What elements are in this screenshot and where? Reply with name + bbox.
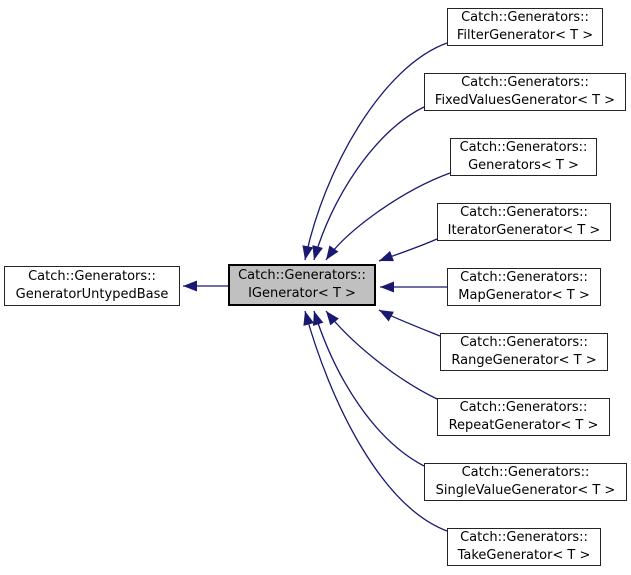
class-node-take-generator[interactable]: Catch::Generators::TakeGenerator< T > [447,528,601,566]
class-node-label-namespace: Catch::Generators:: [461,75,589,90]
class-node-label-namespace: Catch::Generators:: [459,140,588,155]
class-node-label-classname: IGenerator< T > [248,286,356,301]
class-node-iterator-generator[interactable]: Catch::Generators::IteratorGenerator< T … [437,203,611,241]
class-node-label-classname: GeneratorUntypedBase [15,287,169,302]
class-node-label-classname: FixedValuesGenerator< T > [434,93,616,108]
class-node-label-classname: RangeGenerator< T > [451,353,597,368]
class-node-label-classname: SingleValueGenerator< T > [435,483,616,498]
class-node-label-classname: FilterGenerator< T > [456,28,594,43]
class-node-label-classname: RepeatGenerator< T > [448,418,599,433]
class-node-label-classname: IteratorGenerator< T > [447,223,601,238]
class-node-label-classname: Generators< T > [468,158,579,173]
class-node-igenerator: Catch::Generators::IGenerator< T > [228,264,376,306]
inheritance-edge-single-value-generator-to-igenerator [312,310,425,467]
class-node-generator-untyped-base[interactable]: Catch::Generators::GeneratorUntypedBase [4,266,180,306]
inheritance-edge-repeat-generator-to-igenerator [325,310,438,400]
class-node-label-classname: MapGenerator< T > [458,288,590,303]
class-node-label-namespace: Catch::Generators:: [460,270,588,285]
class-node-label-namespace: Catch::Generators:: [460,205,588,220]
class-node-label-namespace: Catch::Generators:: [461,465,590,480]
class-node-generators[interactable]: Catch::Generators::Generators< T > [450,138,597,176]
class-node-label-classname: TakeGenerator< T > [457,548,591,563]
class-node-label-namespace: Catch::Generators:: [238,268,366,283]
inheritance-edge-fixed-values-generator-to-igenerator [312,106,425,261]
class-node-label-namespace: Catch::Generators:: [459,400,588,415]
class-node-label-namespace: Catch::Generators:: [461,10,589,25]
class-node-map-generator[interactable]: Catch::Generators::MapGenerator< T > [447,268,601,306]
class-node-range-generator[interactable]: Catch::Generators::RangeGenerator< T > [440,333,608,371]
class-node-fixed-values-generator[interactable]: Catch::Generators::FixedValuesGenerator<… [424,73,626,111]
class-node-label-namespace: Catch::Generators:: [460,530,588,545]
class-node-label-namespace: Catch::Generators:: [28,269,156,284]
inheritance-edge-filter-generator-to-igenerator [302,42,448,261]
class-node-filter-generator[interactable]: Catch::Generators::FilterGenerator< T > [447,8,603,46]
class-node-repeat-generator[interactable]: Catch::Generators::RepeatGenerator< T > [437,398,610,436]
inheritance-edge-take-generator-to-igenerator [303,310,448,532]
class-node-label-namespace: Catch::Generators:: [460,335,588,350]
class-node-single-value-generator[interactable]: Catch::Generators::SingleValueGenerator<… [424,463,627,501]
inheritance-edge-iterator-generator-to-igenerator [378,238,438,262]
inheritance-edge-generators-to-igenerator [325,172,451,261]
inheritance-edge-range-generator-to-igenerator [378,309,441,337]
